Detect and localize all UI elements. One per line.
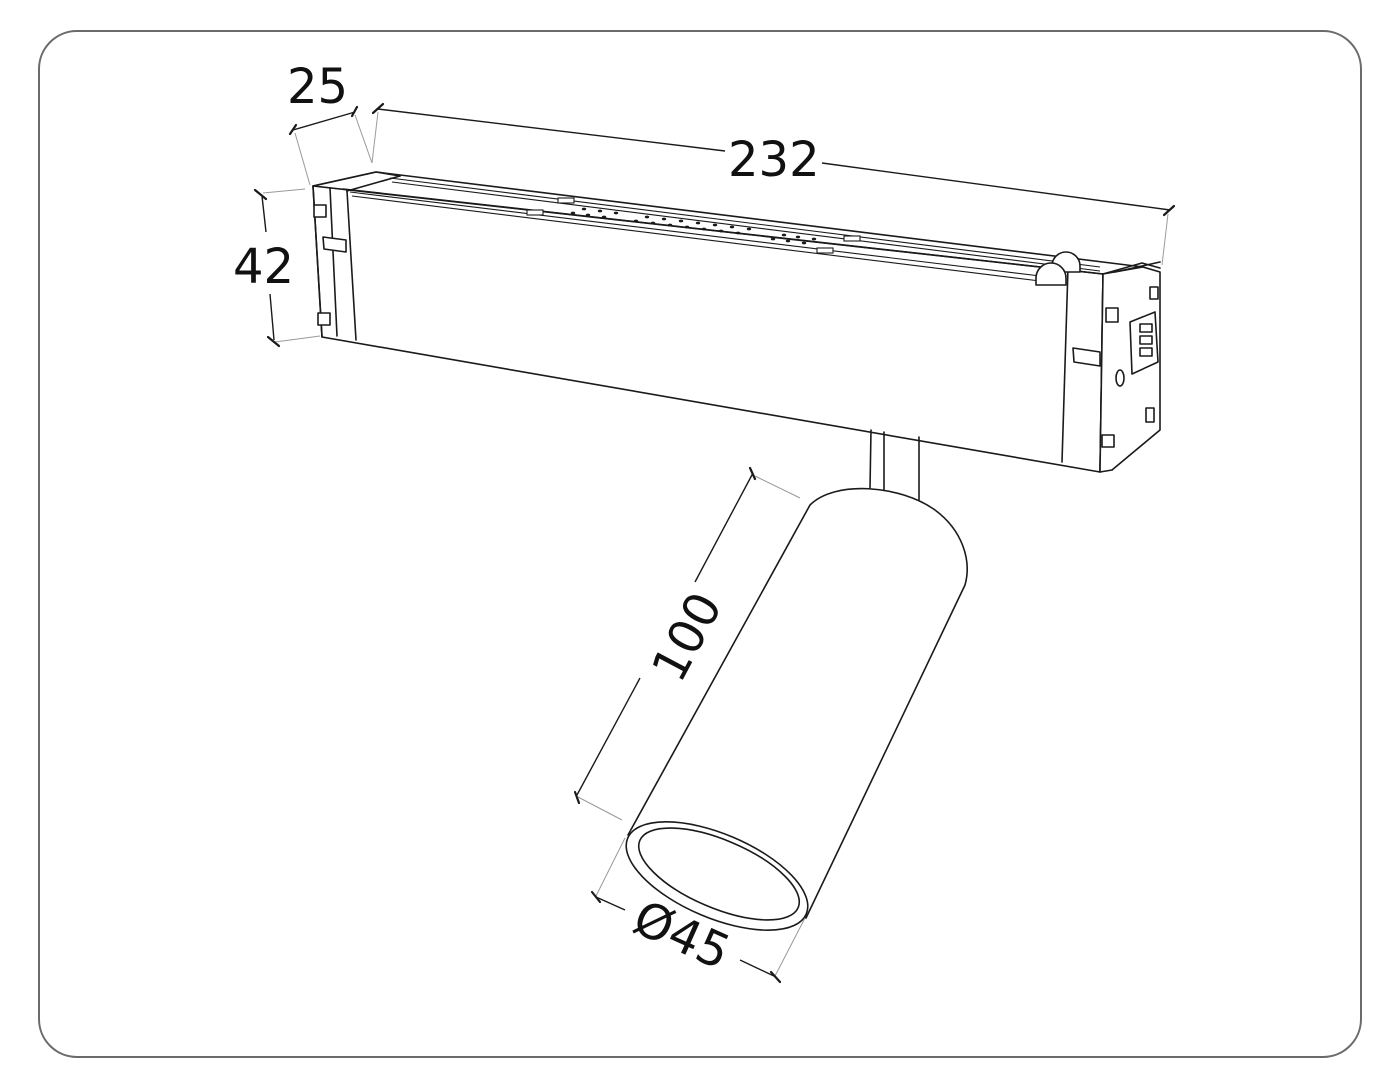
- dimension-label-height: 42: [233, 239, 294, 295]
- track-housing: [312, 171, 1161, 473]
- spotlight-cylinder: [625, 487, 968, 931]
- dimension-height: 42: [233, 188, 321, 348]
- dimension-length: 232: [371, 102, 1176, 266]
- spotlight-stem: [869, 429, 920, 501]
- dimension-depth: 25: [287, 59, 373, 186]
- dimension-label-depth: 25: [287, 59, 348, 115]
- dimension-label-length: 232: [728, 132, 820, 188]
- led-dot-pattern: [570, 207, 817, 245]
